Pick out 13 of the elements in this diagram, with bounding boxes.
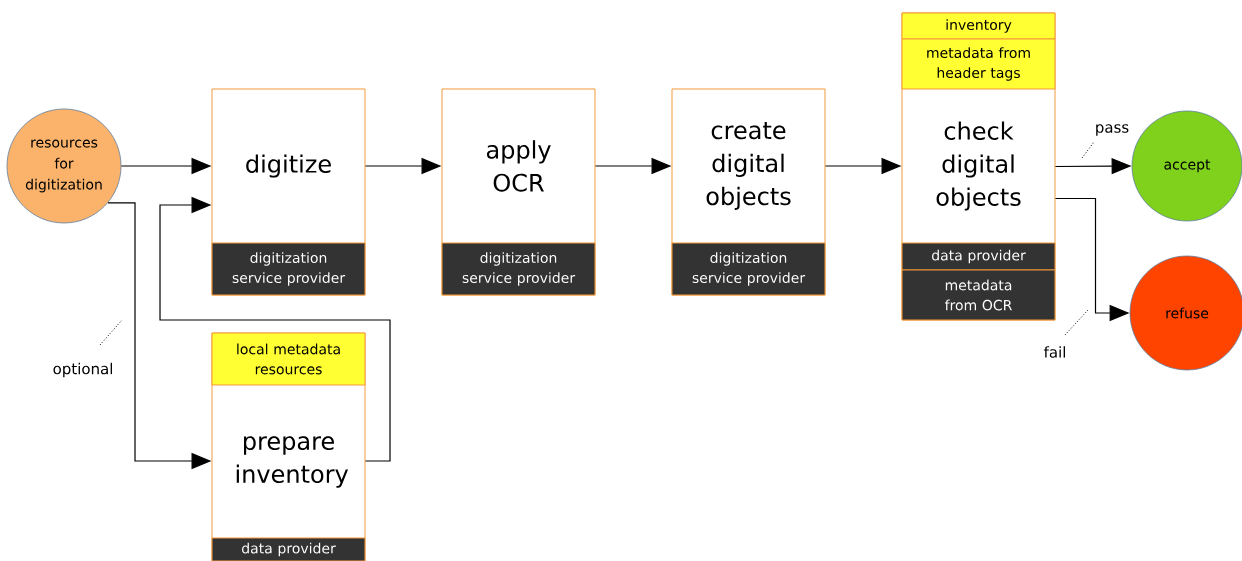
role-band: digitization service provider [211, 242, 366, 296]
arrow [159, 196, 391, 462]
input-band: inventory [901, 12, 1056, 40]
role-band: digitization service provider [441, 242, 596, 296]
input-band: metadata from header tags [901, 38, 1056, 90]
role-band: metadata from OCR [901, 269, 1056, 321]
role-band: data provider [901, 242, 1056, 271]
role-band: digitization service provider [671, 242, 826, 296]
edge-label: fail [1042, 345, 1068, 359]
edge-label: optional [51, 361, 115, 379]
role-band: data provider [211, 537, 366, 561]
input-band: local metadata resources [211, 332, 366, 386]
edge-label: pass [1093, 123, 1131, 137]
